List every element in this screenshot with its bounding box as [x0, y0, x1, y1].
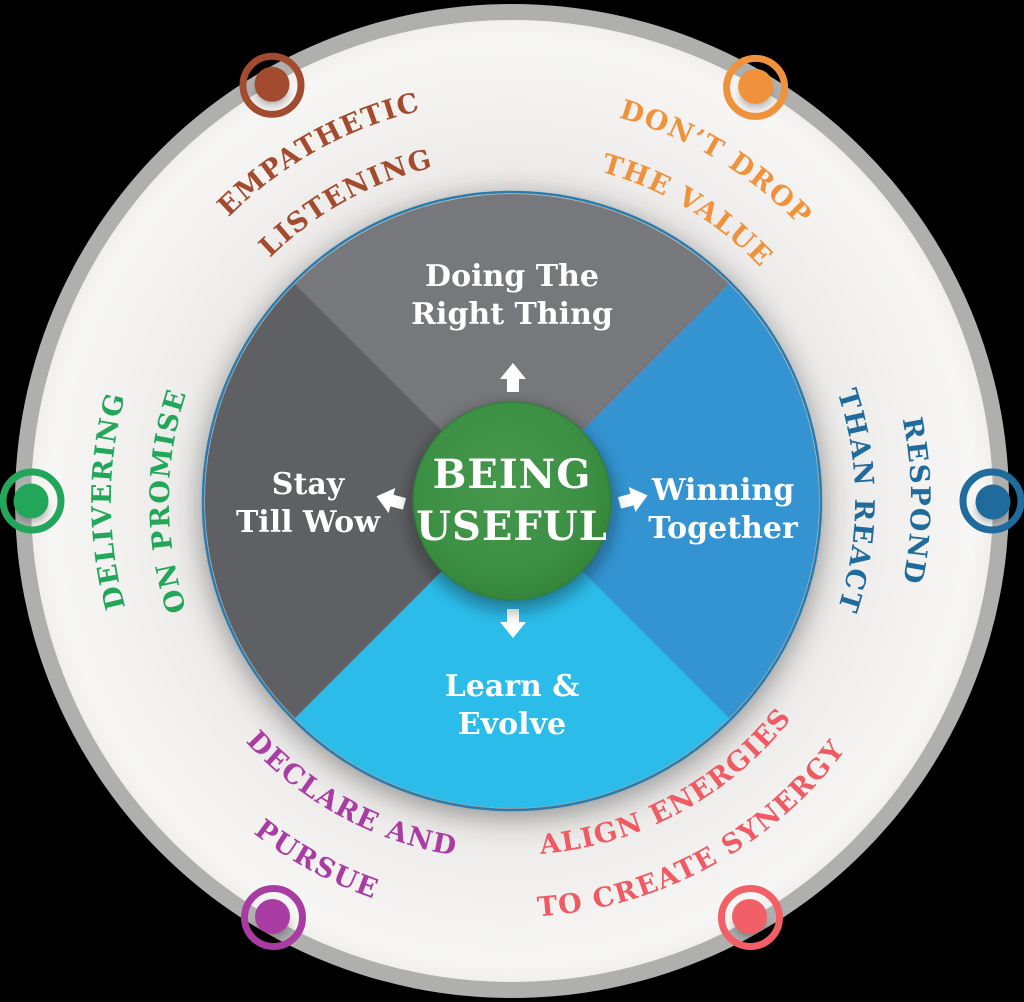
quadrant-doing-the-right-thing — [294, 193, 730, 501]
center-title-line2: USEFUL — [416, 503, 608, 550]
marker-delivering-on-promise — [0, 468, 65, 534]
arrow-up-icon — [500, 363, 526, 392]
marker-dont-drop-the-value — [723, 54, 789, 120]
quadrant-learn-and-evolve — [294, 501, 730, 809]
quadrant-bottom-label-line1: Learn & — [445, 669, 580, 704]
direction-arrows — [376, 363, 648, 638]
marker-ring — [0, 468, 65, 534]
arrow-right-icon — [617, 486, 648, 513]
marker-dot — [13, 483, 49, 519]
quadrant-left-label-line1: Stay — [272, 467, 346, 502]
marker-dot — [738, 68, 774, 104]
marker-align-energies — [718, 885, 783, 950]
marker-ring — [718, 885, 783, 950]
arrow-down-icon — [500, 609, 526, 638]
quadrant-right-label-line1: Winning — [651, 473, 794, 508]
quadrant-stay-till-wow — [204, 283, 512, 719]
arrow-left-icon — [376, 487, 407, 514]
rim-markers — [0, 52, 1024, 950]
marker-dot — [254, 66, 290, 102]
marker-dot — [975, 484, 1011, 520]
quadrant-left-label-line2: Till Wow — [236, 505, 381, 540]
inner-wheel-outline — [201, 190, 823, 812]
marker-dot — [732, 899, 767, 934]
marker-ring — [959, 468, 1024, 534]
marker-ring — [239, 52, 305, 118]
center-circle — [412, 401, 612, 601]
quadrant-bottom-label-line2: Evolve — [458, 707, 566, 742]
marker-empathetic-listening — [239, 52, 305, 118]
quadrant-winning-together — [512, 283, 820, 719]
marker-dot — [255, 899, 290, 934]
center-title-line1: BEING — [433, 451, 592, 498]
quadrant-top-label-line2: Right Thing — [411, 297, 613, 332]
marker-ring — [241, 885, 306, 950]
marker-ring — [723, 54, 789, 120]
marker-declare-and-pursue — [241, 885, 306, 950]
quadrant-top-label-line1: Doing The — [425, 259, 599, 294]
quadrant-sectors — [204, 193, 820, 809]
quadrant-right-label-line2: Together — [648, 511, 799, 546]
marker-respond-than-react — [959, 468, 1024, 534]
quadrant-labels: Doing The Right Thing Winning Together L… — [236, 259, 799, 742]
